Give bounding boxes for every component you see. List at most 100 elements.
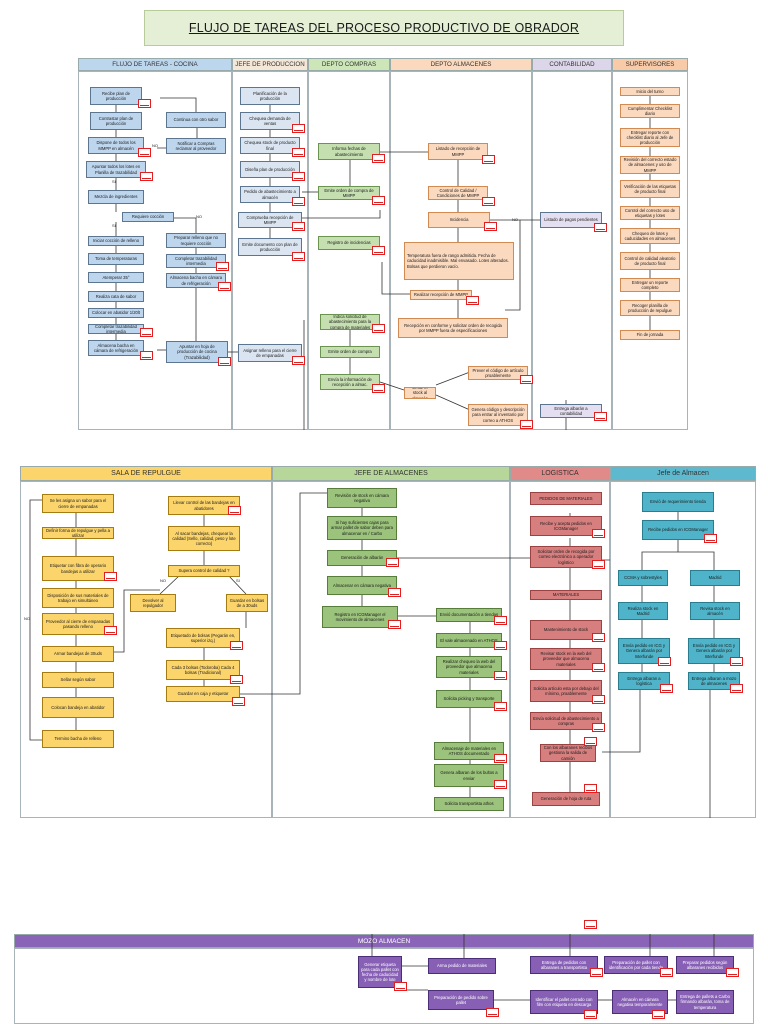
document-icon <box>232 697 245 706</box>
box-abatidor: Colocar en abatidor 1/20lt <box>88 308 144 318</box>
document-icon <box>140 328 153 337</box>
lane-header-logistica: LOGISTICA <box>510 466 610 481</box>
box-emite-documento: Emite documento con plan de producción <box>238 238 302 256</box>
box-chequear-calidad: Al sacar bandejas, chequear la calidad (… <box>168 526 240 551</box>
box-madrid: Madrid <box>690 570 740 586</box>
box-preparacion-pallet-tienda: Preparación de pallet con identificación… <box>604 956 668 974</box>
box-mantenimiento-stock: Mantenimiento de stock <box>530 620 602 640</box>
box-entrega-mozo: Entrega albaran a mozo de almacenes <box>688 672 740 690</box>
lane-body-almacenes <box>390 71 532 430</box>
decision-supera-control: Supera control de calidad ? <box>168 565 240 577</box>
box-prever-codigo: Prever el código de artículo proablement… <box>468 366 528 380</box>
document-icon <box>372 246 385 255</box>
document-icon <box>652 1010 665 1019</box>
lane-body-contabilidad <box>532 71 612 430</box>
document-icon <box>292 124 305 133</box>
document-icon <box>140 172 153 181</box>
document-icon <box>592 529 605 538</box>
box-planificacion: Planificación de la producción <box>240 87 300 105</box>
box-revision-stock: Revisión de stock en cámara negativa <box>327 488 397 508</box>
document-icon <box>138 99 151 108</box>
box-fin-jornada: Fin de jornada <box>620 330 680 340</box>
box-entrega-pedidos: Entrega de pedidos con albaranes a trans… <box>530 956 598 974</box>
decision-requiere-coccion: Requiere cocción <box>122 212 174 222</box>
document-icon <box>104 572 117 581</box>
box-continua-otro-sabor: Continua con otro sabor <box>166 112 226 128</box>
box-entrega-albaran: Entrega albarán a contabilidad <box>540 404 602 418</box>
document-icon <box>494 616 507 625</box>
lane-header-sala-repulgue: SALA DE REPULGUE <box>20 466 272 481</box>
document-icon <box>230 641 243 650</box>
box-incidencia: Incidencia <box>428 212 490 228</box>
box-indica-solicitud: Indica solicitud de abastecimiento para … <box>320 314 380 330</box>
document-icon <box>594 412 607 421</box>
box-colocan-bandeja: Colocan bandeja en abatidor <box>42 697 114 718</box>
box-recibe-pedidos-icg: Recibe pedidos en ICGManager <box>642 520 714 540</box>
box-pagos-pendientes: Listado de pagos pendientes <box>540 212 602 228</box>
label-si-1: SI <box>112 179 116 184</box>
document-icon <box>138 148 151 157</box>
document-icon <box>704 534 717 543</box>
document-icon <box>584 737 597 746</box>
box-stock-madrid: Realiza stock en Madrid <box>618 602 668 620</box>
document-icon <box>292 172 305 181</box>
box-asignar-relleno: Asignar relleno para el cierre de empana… <box>238 344 302 362</box>
box-ccma: CCMA y sobrestyles <box>618 570 668 586</box>
box-chequeo-web: Realizar chequeo la web del proveedor qu… <box>436 656 502 678</box>
box-cata-sabor: Realiza cata de sabor <box>88 291 144 302</box>
box-revisar-stock-web: Revisar stock en la web del proveedor qu… <box>530 648 602 670</box>
document-icon <box>218 357 231 366</box>
lane-body-logistica <box>510 481 610 818</box>
box-realizar-recepcion: Realizar recepción de MMPP <box>410 290 472 300</box>
box-entregar-reporte-checklist: Entregar reporte con checklist diario al… <box>620 128 680 147</box>
label-si-2: SI <box>112 223 116 228</box>
box-control-etiquetas: Control del correcto uso de etiquetas y … <box>620 206 680 220</box>
box-criterios-incidencia: Temperatura fuera de rango admitida. Fec… <box>404 242 514 280</box>
lane-header-jefe-produccion: JEFE DE PRODUCCION <box>232 58 308 71</box>
box-almacena-bacha-1: Almacena bacha en cámara de refrigeració… <box>88 340 144 356</box>
box-preparacion-pedido-pallet: Preparación de pedido sobre pallet <box>428 990 494 1010</box>
box-emite-orden-mmpp: Emite orden de compra de MMPP <box>318 186 380 200</box>
document-icon <box>592 663 605 672</box>
lane-body-compras <box>308 71 390 430</box>
document-icon <box>494 754 507 763</box>
document-icon <box>658 657 671 666</box>
box-asigna-sabor: Se les asigna un sabor para el cierre de… <box>42 494 114 513</box>
label-no-1: NO <box>152 143 158 148</box>
box-proveedor-cierre: Proveedor al cierre de empanadas pasando… <box>42 613 114 635</box>
box-registro-icgmanager: Registro en ICGManager el movimiento de … <box>322 606 398 628</box>
document-icon <box>660 684 673 693</box>
box-etiquetar-bandejas: Etiquetar con fibra de operario bandejas… <box>42 556 114 581</box>
box-stock-almacen: Revisa stock en almacén <box>690 602 740 620</box>
document-icon <box>730 684 743 693</box>
box-dispone-mmpp: Dispone de todos los MMPP en almacén <box>88 137 144 154</box>
lane-header-compras: DEPTO COMPRAS <box>308 58 390 71</box>
box-solicitud-abastecimiento: Envía solicitud de abastecimiento a comp… <box>530 712 602 730</box>
box-informa-fechas: Informa fechas de abastecimiento <box>318 143 380 160</box>
box-entregar-reporte: Entregar un reporte completo <box>620 278 680 292</box>
document-icon <box>590 968 603 977</box>
box-control-calidad: Control de Calidad / Condiciones de MMPP <box>428 186 488 200</box>
lane-header-jefe-almacenes: JEFE DE ALMACENES <box>272 466 510 481</box>
document-icon <box>292 197 305 206</box>
document-icon <box>584 920 597 929</box>
diagram-title: FLUJO DE TAREAS DEL PROCESO PRODUCTIVO D… <box>144 10 624 46</box>
document-icon <box>482 197 495 206</box>
document-icon <box>230 675 243 684</box>
box-inicio-turno: Inicio del turno <box>620 87 680 96</box>
box-gestiona-salida: Con los albaranes recibos gestiona la sa… <box>540 744 596 762</box>
document-icon <box>494 780 507 789</box>
box-cada-bolsas: Cada 3 bolsas (Todoroba) Cada 4 bolsas (… <box>166 660 240 680</box>
document-icon <box>216 262 229 271</box>
document-icon <box>140 351 153 360</box>
box-solicita-transportista: Solicita transportista athos <box>434 797 504 811</box>
decision-emite-stock: Emite el stock al almacén <box>404 387 436 399</box>
label-no-3: NO <box>512 217 518 222</box>
document-icon <box>394 982 407 991</box>
box-disena-plan: Diseña plan de producción <box>240 161 300 178</box>
box-guardar-bolsas: Guardar en bolsas de a 30uds <box>226 594 268 612</box>
box-suficientes-cajas: Si hay suficientes cajas para armar pall… <box>327 516 397 540</box>
box-toma-temperaturas: Toma de temperaturas <box>88 253 144 265</box>
document-icon <box>372 154 385 163</box>
box-recoger-planilla: Recoger planilla de producción de repulg… <box>620 300 680 316</box>
